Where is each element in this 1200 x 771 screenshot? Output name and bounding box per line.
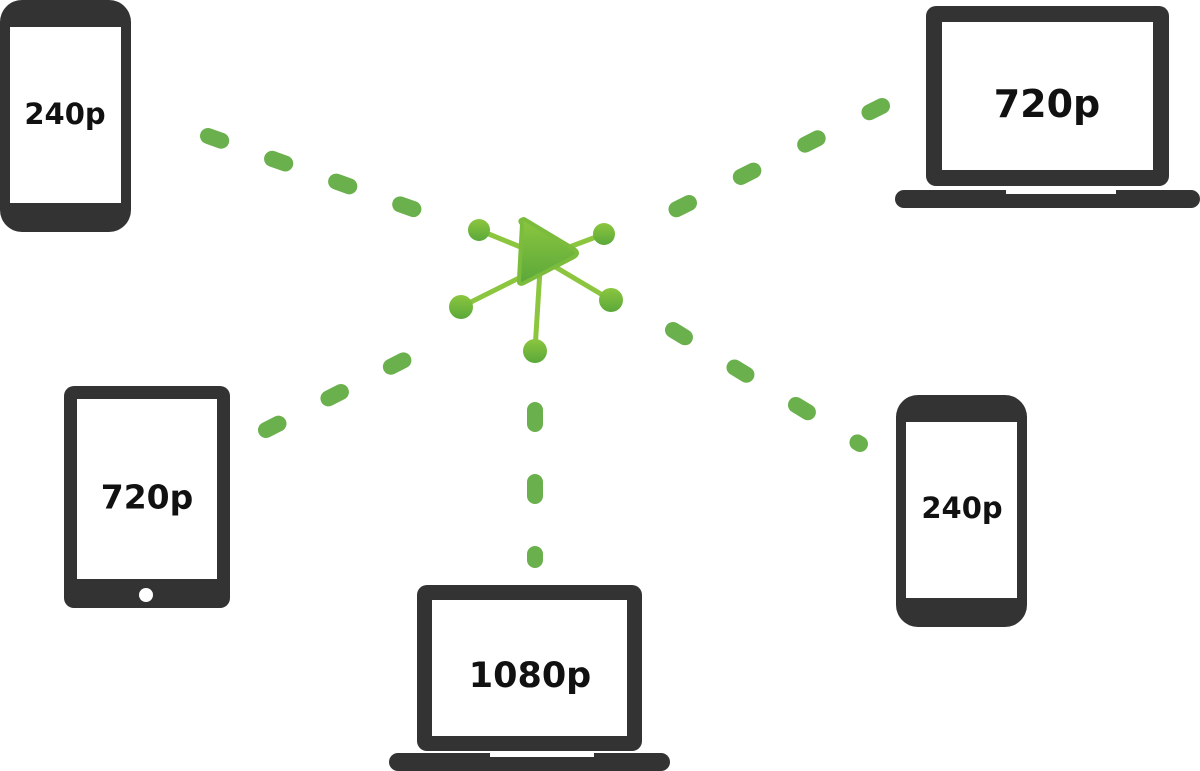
- link-phone-right: [665, 322, 868, 452]
- laptop-top-right: 720p: [895, 6, 1200, 208]
- resolution-label: 240p: [921, 491, 1002, 525]
- link-laptop-top-right: [667, 98, 890, 218]
- link-phone-top-left: [200, 128, 438, 223]
- play-network-icon: [449, 217, 623, 363]
- phone-right: 240p: [896, 395, 1027, 627]
- connection-links: [200, 98, 890, 568]
- resolution-label: 720p: [994, 82, 1101, 126]
- link-tablet-left: [258, 348, 420, 438]
- resolution-label: 720p: [101, 478, 194, 517]
- laptop-bottom: 1080p: [389, 585, 670, 771]
- resolution-label: 1080p: [469, 656, 591, 696]
- phone-top-left: 240p: [0, 0, 131, 232]
- tablet-left: 720p: [64, 386, 230, 608]
- resolution-label: 240p: [24, 97, 105, 131]
